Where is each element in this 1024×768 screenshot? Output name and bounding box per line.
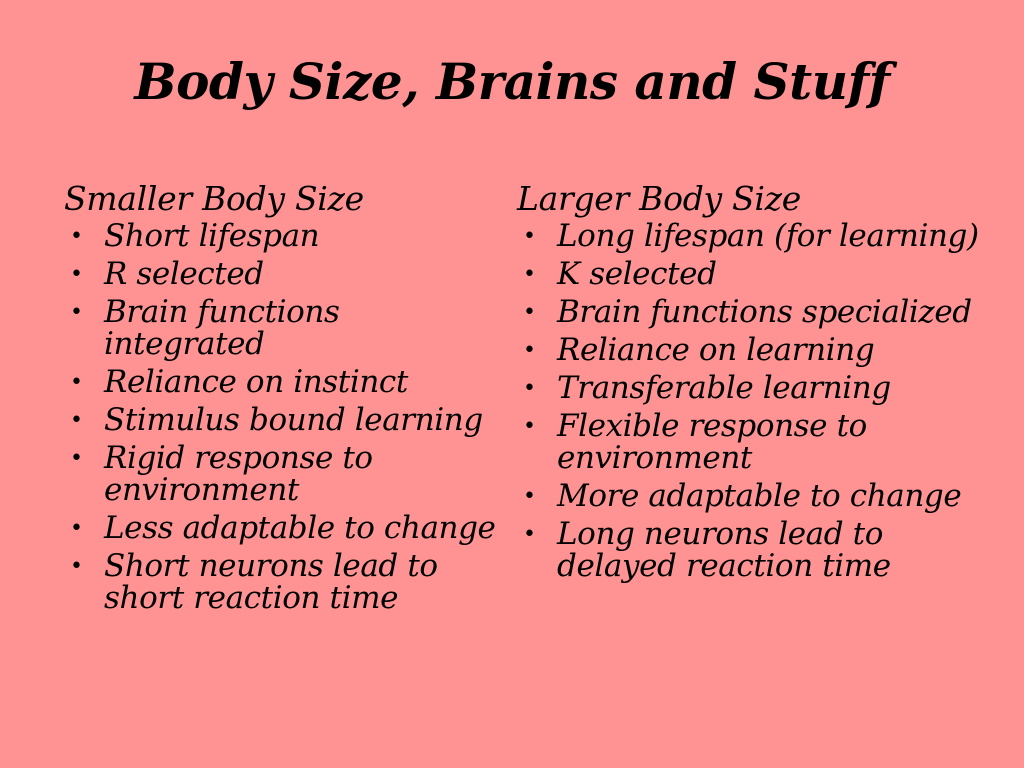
list-item-text: Short lifespan [104,218,320,254]
smaller-body-size-column: Smaller Body Size • Short lifespan • R sel… [64,178,509,620]
list-item-text: Stimulus bound learning [104,402,483,438]
list-item: • Brain functions integrated [64,296,509,360]
bullet-icon: • [523,522,536,547]
list-item: • Rigid response to environment [64,442,509,506]
list-item-text: More adaptable to change [557,478,962,514]
bullet-icon: • [70,370,83,395]
bullet-icon: • [70,224,83,249]
list-item: • R selected [64,258,509,290]
larger-body-size-list: • Long lifespan (for learning) • K selecte… [517,220,997,582]
list-item-text: Long lifespan (for learning) [557,218,979,254]
column-heading-smaller: Smaller Body Size [64,179,364,218]
list-item: • Short lifespan [64,220,509,252]
list-item: • More adaptable to change [517,480,997,512]
bullet-icon: • [70,408,83,433]
bullet-icon: • [523,414,536,439]
list-item-text: K selected [557,256,717,292]
slide-title: Body Size, Brains and Stuff [134,52,890,111]
list-item: • Long neurons lead to delayed reaction t… [517,518,997,582]
bullet-icon: • [523,262,536,287]
list-item-text: Rigid response to environment [104,440,373,508]
bullet-icon: • [70,446,83,471]
bullet-icon: • [523,376,536,401]
list-item: • Flexible response to environment [517,410,997,474]
list-item-text: R selected [104,256,264,292]
list-item-text: Brain functions specialized [557,294,972,330]
list-item: • Short neurons lead to short reaction ti… [64,550,509,614]
list-item-text: Flexible response to environment [557,408,867,476]
list-item-text: Reliance on learning [557,332,875,368]
list-item: • Transferable learning [517,372,997,404]
bullet-icon: • [70,300,83,325]
list-item-text: Transferable learning [557,370,891,406]
list-item: • K selected [517,258,997,290]
bullet-icon: • [523,300,536,325]
bullet-icon: • [523,338,536,363]
list-item: • Stimulus bound learning [64,404,509,436]
bullet-icon: • [70,516,83,541]
list-item: • Reliance on learning [517,334,997,366]
bullet-icon: • [70,262,83,287]
list-item-text: Long neurons lead to delayed reaction ti… [557,516,891,584]
list-item-text: Reliance on instinct [104,364,408,400]
list-item: • Brain functions specialized [517,296,997,328]
list-item: • Long lifespan (for learning) [517,220,997,252]
smaller-body-size-list: • Short lifespan • R selected • Brain funct… [64,220,509,614]
list-item-text: Less adaptable to change [104,510,496,546]
list-item-text: Short neurons lead to short reaction tim… [104,548,438,616]
list-item: • Less adaptable to change [64,512,509,544]
larger-body-size-column: Larger Body Size • Long lifespan (for lea… [517,178,997,588]
list-item-text: Brain functions integrated [104,294,340,362]
bullet-icon: • [523,224,536,249]
column-heading-larger: Larger Body Size [517,179,801,218]
bullet-icon: • [70,554,83,579]
list-item: • Reliance on instinct [64,366,509,398]
bullet-icon: • [523,484,536,509]
